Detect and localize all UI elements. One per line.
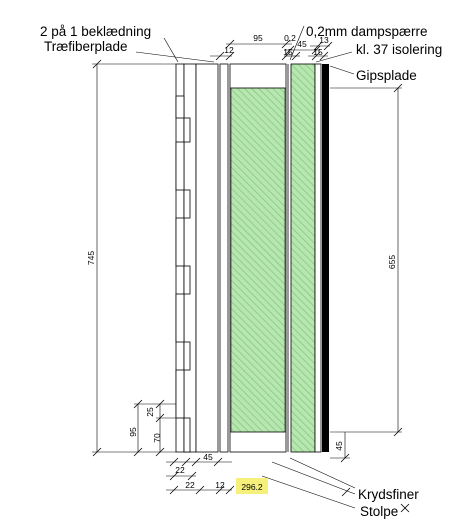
- dim-95-left-text: 95: [128, 427, 138, 437]
- label-vapor-barrier: 0,2mm dampspærre: [306, 24, 428, 39]
- dim-45-bottom-text: 45: [203, 452, 213, 462]
- stud-and-insulation: [229, 63, 287, 453]
- label-plywood: Krydsfiner: [358, 487, 419, 502]
- insulation-main: [230, 87, 286, 433]
- dim-12-bottom-text: 12: [215, 480, 225, 490]
- label-fiberboard: Træfiberplade: [44, 39, 128, 54]
- plasterboard: [322, 64, 329, 452]
- dim-95-top-text: 95: [253, 33, 263, 43]
- total-width-highlight: [236, 478, 268, 494]
- label-insulation: kl. 37 isolering: [356, 42, 442, 57]
- battens: [195, 63, 219, 453]
- dim-25-text: 25: [145, 407, 155, 417]
- dim-22b-text: 22: [185, 480, 195, 490]
- cladding-boards: [175, 63, 197, 453]
- dim-left-small: 95 25 70: [128, 399, 176, 457]
- dim-22a-text: 22: [175, 465, 185, 475]
- dim-45-right-text: 45: [334, 441, 344, 451]
- leader-lines: [135, 25, 356, 509]
- label-stud: Stolpe: [360, 504, 398, 519]
- dim-745-text: 745: [86, 251, 96, 265]
- fiberboard: [219, 63, 229, 453]
- dim-745: 745: [86, 59, 176, 457]
- dim-15-top-text: 15: [283, 47, 293, 57]
- dim-02-text: 0,2: [284, 33, 296, 43]
- dim-15-right-text: 15: [313, 47, 323, 57]
- dim-45-top-text: 45: [297, 39, 307, 49]
- insulation-service: [290, 63, 316, 453]
- dim-13-text: 13: [319, 35, 329, 45]
- dim-top: 95 0,2 12 45 15 13 15: [210, 33, 333, 61]
- dim-right: 655 45: [330, 83, 403, 463]
- dim-bottom: 45 22 22 12 296.2: [166, 452, 268, 495]
- label-cladding: 2 på 1 beklædning: [40, 24, 151, 39]
- reference-markers: [341, 487, 410, 513]
- plywood: [314, 63, 322, 453]
- dim-655-text: 655: [387, 255, 397, 269]
- dim-70-text: 70: [152, 433, 162, 443]
- dim-12-top-text: 12: [224, 45, 234, 55]
- label-plasterboard: Gipsplade: [356, 68, 417, 83]
- dim-total-width-text: 296.2: [241, 482, 263, 492]
